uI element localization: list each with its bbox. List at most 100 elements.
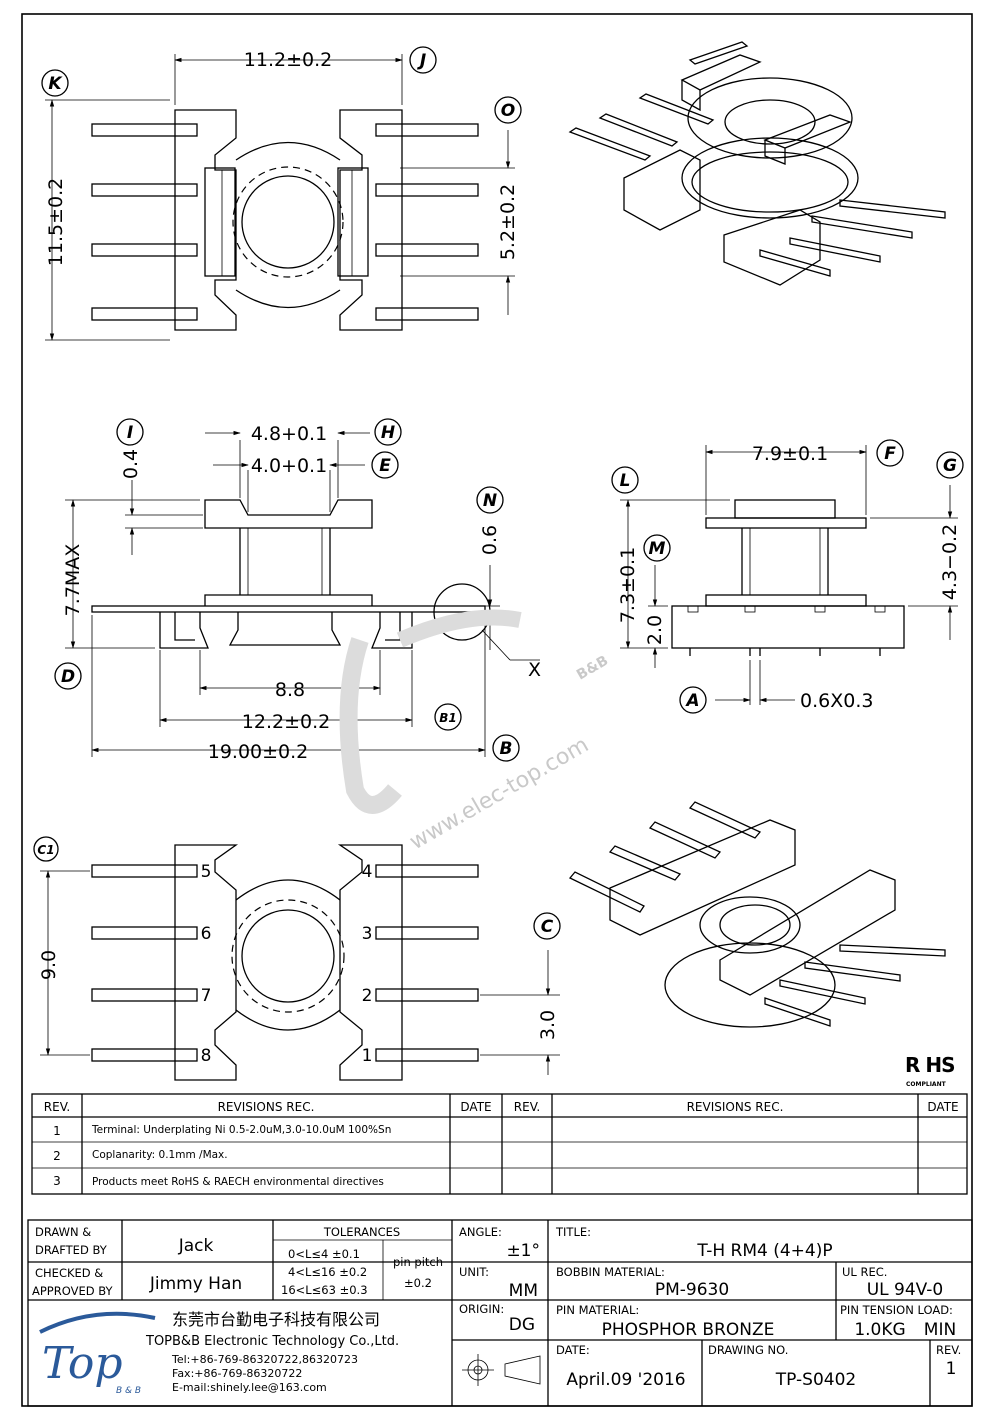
checked-by: Jimmy Han <box>149 1274 242 1294</box>
watermark: www.elec-top.com B&B <box>339 609 611 855</box>
isometric-view-bottom <box>568 801 946 1028</box>
drawing-number-value: TP-S0402 <box>775 1370 856 1390</box>
dim-flange-outer: 4.8+0.1 <box>251 423 327 445</box>
drawing-number-label: DRAWING NO. <box>708 1343 788 1357</box>
tolerance-row: 0<L≤4 ±0.1 <box>288 1247 360 1261</box>
bobbin-label: BOBBIN MATERIAL: <box>556 1265 665 1279</box>
date-value: April.09 '2016 <box>566 1370 685 1390</box>
checked-label: CHECKED & <box>35 1266 103 1280</box>
label-l: L <box>620 471 631 491</box>
origin-value: DG <box>509 1315 535 1335</box>
date-label: DATE: <box>556 1343 590 1357</box>
checked-label: APPROVED BY <box>32 1284 113 1298</box>
logo-text: Top <box>42 1338 123 1389</box>
dim-side-73: 7.3±0.1 <box>617 547 639 623</box>
pin-pitch-value: ±0.2 <box>404 1276 432 1290</box>
rec-header: REVISIONS REC. <box>687 1100 784 1114</box>
label-n: N <box>483 491 497 511</box>
label-b: B <box>500 739 513 759</box>
pin-number: 1 <box>362 1046 373 1066</box>
dim-inner-8: 8.8 <box>275 679 305 701</box>
bobbin-value: PM-9630 <box>655 1280 729 1300</box>
dim-flange-thick: 0.4 <box>120 449 142 479</box>
tolerance-row: 16<L≤63 ±0.3 <box>281 1283 368 1297</box>
title-block: DRAWN & DRAFTED BY Jack CHECKED & APPROV… <box>27 1219 973 1407</box>
tolerance-row: 4<L≤16 ±0.2 <box>288 1265 367 1279</box>
dim-side-43: 4.3−0.2 <box>939 524 961 600</box>
pin-material-label: PIN MATERIAL: <box>556 1303 639 1317</box>
label-m: M <box>649 539 666 559</box>
company-logo: Top B & B <box>39 1311 156 1396</box>
label-c: C <box>541 917 554 937</box>
pin-tension-unit: MIN <box>924 1320 956 1340</box>
dim-bottom-30: 3.0 <box>537 1010 559 1040</box>
dim-height-top: 11.5±0.2 <box>45 178 67 266</box>
rev-header: REV. <box>44 1100 70 1114</box>
unit-value: MM <box>509 1281 538 1301</box>
label-h: H <box>381 423 395 443</box>
tolerances-label: TOLERANCES <box>323 1225 400 1239</box>
projection-symbol-icon <box>462 1354 541 1386</box>
dim-side-width: 7.9±0.1 <box>752 443 828 465</box>
pin-pitch-label: pin pitch <box>393 1255 443 1269</box>
dim-gap-n: 0.6 <box>479 525 501 555</box>
ul-label: UL REC. <box>842 1265 887 1279</box>
dim-total-height: 7.7MAX <box>62 544 84 617</box>
drawn-label: DRAWN & <box>35 1225 91 1239</box>
rev-number: 1 <box>53 1124 61 1138</box>
label-b1: B1 <box>439 711 457 725</box>
pin-tension-value: 1.0KG <box>854 1320 905 1340</box>
watermark-bb: B&B <box>574 653 611 684</box>
pin-tension-label: PIN TENSION LOAD: <box>840 1303 953 1317</box>
drawn-label: DRAFTED BY <box>35 1243 108 1257</box>
rev-text: Products meet RoHS & RAECH environmental… <box>92 1176 384 1188</box>
label-e: E <box>379 456 391 476</box>
label-j: J <box>417 51 426 71</box>
dim-pin-size: 0.6X0.3 <box>800 690 873 712</box>
company-email: E-mail:shinely.lee@163.com <box>172 1381 327 1394</box>
pin-number: 3 <box>362 924 373 944</box>
rev-header: REV. <box>514 1100 540 1114</box>
angle-value: ±1° <box>506 1241 540 1261</box>
dim-pin-row: 12.2±0.2 <box>242 711 330 733</box>
top-view: 11.2±0.2 11.5±0.2 5.2±0.2 K J O <box>41 46 522 341</box>
rec-header: REVISIONS REC. <box>218 1100 315 1114</box>
pin-number: 7 <box>201 986 212 1006</box>
company-name-cn: 东莞市台勤电子科技有限公司 <box>172 1310 380 1329</box>
label-c1: C1 <box>37 843 54 857</box>
label-d: D <box>61 667 75 687</box>
unit-label: UNIT: <box>459 1265 489 1279</box>
logo-bb: B & B <box>116 1386 141 1396</box>
revision-table: REV. REVISIONS REC. DATE REV. REVISIONS … <box>31 1093 968 1195</box>
bottom-view: 5 6 7 8 4 3 2 1 9.0 3.0 C1 C <box>33 836 561 1081</box>
dim-bottom-90: 9.0 <box>38 950 60 980</box>
label-k: K <box>48 74 63 94</box>
rev-value: 1 <box>946 1359 957 1379</box>
pin-number: 6 <box>201 924 212 944</box>
rev-number: 2 <box>53 1149 61 1163</box>
label-i: I <box>127 423 133 443</box>
origin-label: ORIGIN: <box>459 1302 504 1316</box>
pin-number: 5 <box>201 862 212 882</box>
rev-number: 3 <box>53 1174 61 1188</box>
rev-label: REV. <box>936 1343 961 1357</box>
detail-x: X <box>528 659 541 681</box>
pin-number: 2 <box>362 986 373 1006</box>
label-o: O <box>501 101 515 121</box>
rev-text: Coplanarity: 0.1mm /Max. <box>92 1149 228 1161</box>
ul-value: UL 94V-0 <box>867 1280 944 1300</box>
pin-number: 8 <box>201 1046 212 1066</box>
angle-label: ANGLE: <box>459 1225 502 1239</box>
side-view: 7.9±0.1 7.3±0.1 2.0 4.3−0.2 0.6X0.3 F G … <box>611 439 964 714</box>
isometric-view-top <box>568 41 946 286</box>
company-fax: Fax:+86-769-86320722 <box>172 1367 302 1380</box>
front-view: X 4.8+0.1 4.0+0.1 0.4 7.7MAX 0.6 8.8 12.… <box>54 418 541 763</box>
rev-text: Terminal: Underplating Ni 0.5-2.0uM,3.0-… <box>91 1124 391 1136</box>
drawn-by: Jack <box>178 1236 214 1256</box>
dim-flange-inner: 4.0+0.1 <box>251 455 327 477</box>
date-header: DATE <box>460 1100 491 1114</box>
dim-pin-spacing-top: 5.2±0.2 <box>497 184 519 260</box>
date-header: DATE <box>927 1100 958 1114</box>
rohs-mark: R HS <box>905 1053 955 1077</box>
